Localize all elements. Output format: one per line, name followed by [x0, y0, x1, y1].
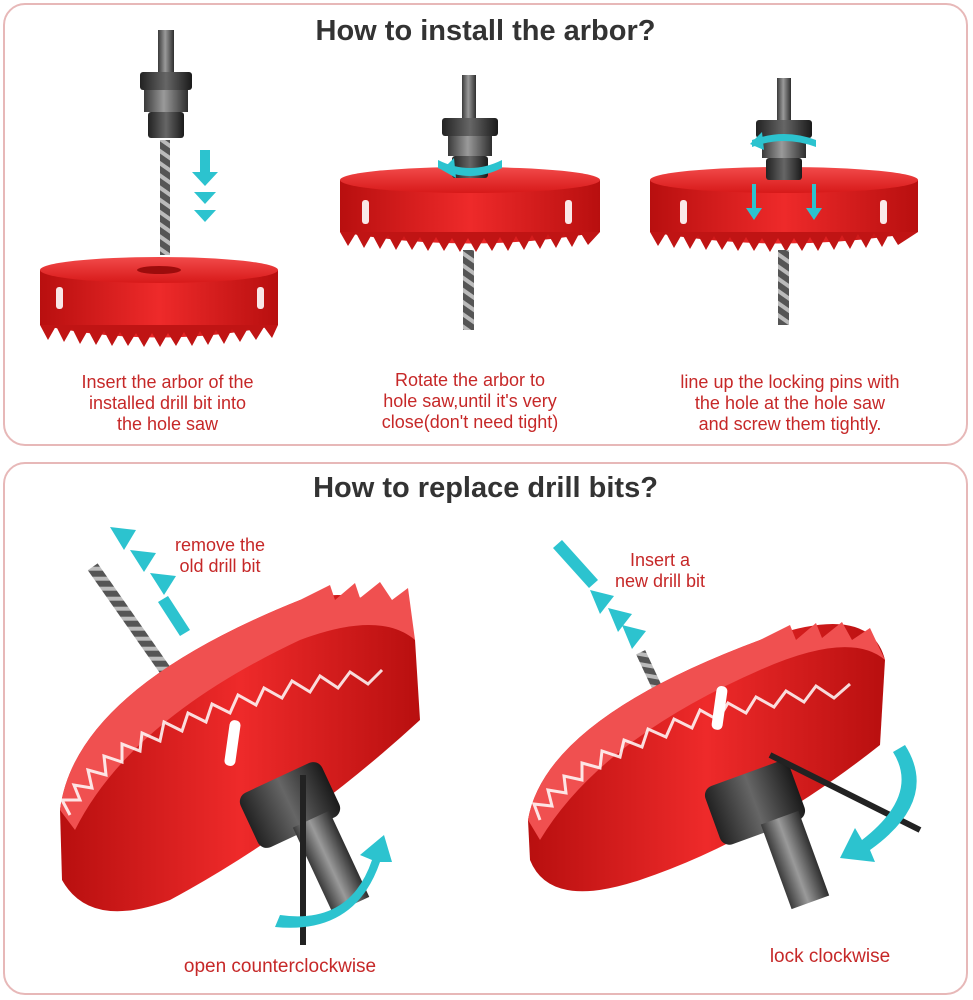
remove-bit-label: remove the old drill bit	[174, 535, 266, 576]
step3-illustration	[650, 78, 918, 325]
hole-saw-1	[40, 257, 278, 347]
down-right-arrow-icon	[553, 540, 646, 649]
insert-bit-label: Insert a new drill bit	[614, 550, 706, 591]
step1-illustration	[40, 30, 278, 347]
arbor-body	[148, 112, 184, 138]
lock-clockwise-label: lock clockwise	[769, 946, 891, 967]
counterclockwise-arrow-icon	[275, 835, 392, 928]
step1-caption: Insert the arbor of the installed drill …	[81, 372, 254, 434]
drill-bit	[160, 140, 170, 255]
lock-arrow-icon	[746, 132, 822, 220]
step3-caption: line up the locking pins with the hole a…	[680, 372, 900, 434]
up-left-arrow-icon	[110, 527, 190, 636]
install-section-title: How to install the arbor?	[315, 15, 656, 47]
open-counterclockwise-label: open counterclockwise	[183, 956, 377, 977]
insert-bit-illustration	[528, 540, 922, 910]
arbor-shank	[158, 30, 174, 75]
remove-bit-illustration	[59, 527, 420, 945]
clockwise-arrow-icon	[840, 745, 917, 862]
hole-saw-2	[340, 167, 600, 252]
down-arrow-icon	[192, 150, 218, 222]
step2-caption: Rotate the arbor to hole saw,until it's …	[381, 370, 559, 432]
replace-section-title: How to replace drill bits?	[313, 472, 658, 504]
rotate-arrow-icon	[438, 158, 502, 178]
arbor-nut	[140, 72, 192, 90]
arbor-collar	[144, 90, 188, 112]
step2-illustration	[340, 75, 600, 330]
